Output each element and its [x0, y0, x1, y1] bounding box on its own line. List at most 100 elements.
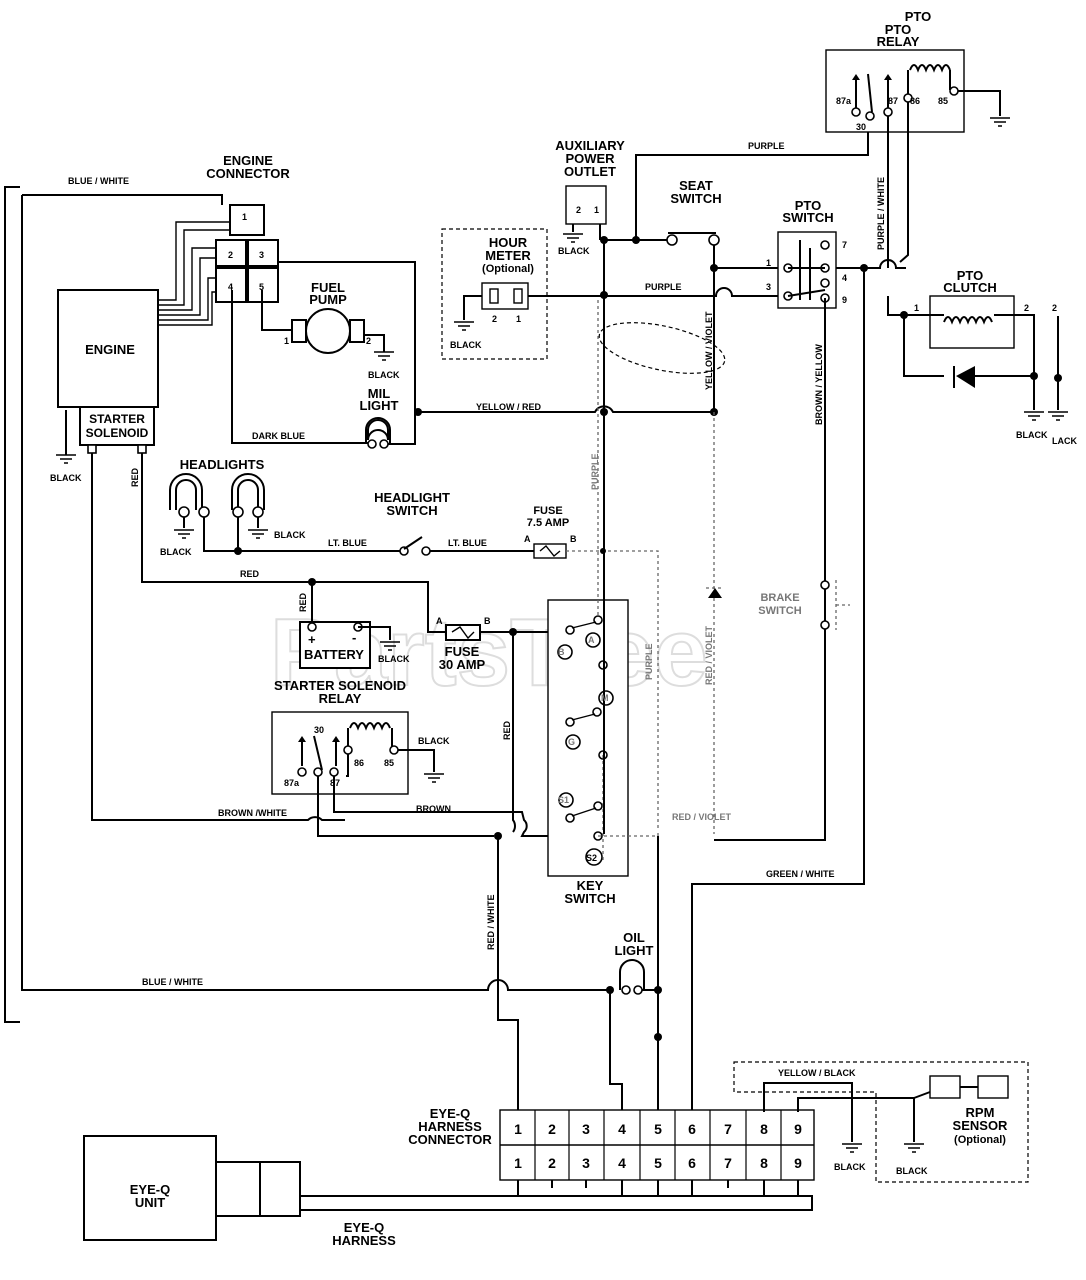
svg-text:EYE-Q: EYE-Q	[430, 1106, 470, 1121]
svg-text:86: 86	[354, 758, 364, 768]
svg-text:RED / VIOLET: RED / VIOLET	[704, 625, 714, 685]
svg-text:1: 1	[914, 303, 919, 313]
svg-text:G: G	[568, 737, 575, 747]
svg-text:CONNECTOR: CONNECTOR	[206, 166, 290, 181]
svg-text:BROWN /WHITE: BROWN /WHITE	[218, 808, 287, 818]
svg-text:(Optional): (Optional)	[482, 263, 534, 275]
svg-text:+: +	[308, 632, 316, 647]
svg-text:STARTER: STARTER	[89, 412, 145, 426]
svg-text:85: 85	[384, 758, 394, 768]
svg-text:BLACK: BLACK	[896, 1166, 928, 1176]
svg-text:BLACK: BLACK	[418, 736, 450, 746]
eyeq-pin-top-5: 5	[654, 1121, 662, 1137]
svg-text:A: A	[524, 534, 531, 544]
eyeq-pin-bottom-5: 5	[654, 1155, 662, 1171]
wire-blue-white-top	[22, 194, 223, 205]
pto-relay-title: PTO	[905, 9, 932, 24]
eyeq-pin-top-1: 1	[514, 1121, 522, 1137]
svg-text:S1: S1	[558, 795, 569, 805]
svg-text:2: 2	[228, 250, 233, 260]
svg-text:PUMP: PUMP	[309, 292, 347, 307]
svg-text:2: 2	[1052, 303, 1057, 313]
svg-text:BLACK: BLACK	[50, 473, 82, 483]
svg-text:SWITCH: SWITCH	[386, 503, 437, 518]
fuse-30-icon	[445, 624, 481, 641]
svg-text:SOLENOID: SOLENOID	[86, 426, 149, 440]
svg-text:HEADLIGHT: HEADLIGHT	[374, 490, 450, 505]
eyeq-pin-top-4: 4	[618, 1121, 626, 1137]
pto-relay-coil-icon	[909, 64, 951, 73]
svg-text:PURPLE: PURPLE	[644, 643, 654, 680]
eyeq-pin-top-6: 6	[688, 1121, 696, 1137]
oil-light-icon	[619, 959, 645, 990]
svg-text:LT. BLUE: LT. BLUE	[448, 538, 487, 548]
svg-text:1: 1	[516, 314, 521, 324]
svg-text:KEY: KEY	[577, 878, 604, 893]
svg-text:BROWN: BROWN	[416, 804, 451, 814]
svg-text:87a: 87a	[836, 96, 852, 106]
svg-text:EYE-Q: EYE-Q	[130, 1182, 170, 1197]
svg-text:RED: RED	[240, 569, 260, 579]
svg-text:SWITCH: SWITCH	[758, 605, 801, 617]
svg-text:MIL: MIL	[368, 386, 390, 401]
eyeq-pin-top-2: 2	[548, 1121, 556, 1137]
svg-text:BLACK: BLACK	[368, 370, 400, 380]
svg-text:YELLOW / BLACK: YELLOW / BLACK	[778, 1068, 856, 1078]
rpm-sensor-group	[733, 1061, 1029, 1183]
svg-text:OUTLET: OUTLET	[564, 164, 616, 179]
svg-text:SEAT: SEAT	[679, 178, 713, 193]
eyeq-pin-top-7: 7	[724, 1121, 732, 1137]
svg-text:PURPLE / WHITE: PURPLE / WHITE	[876, 177, 886, 250]
svg-text:BLUE / WHITE: BLUE / WHITE	[68, 176, 129, 186]
svg-text:FUSE: FUSE	[533, 505, 562, 517]
eyeq-pin-top-3: 3	[582, 1121, 590, 1137]
svg-text:2: 2	[492, 314, 497, 324]
starter-solenoid-box	[79, 406, 155, 446]
starter-relay-coil-icon	[349, 722, 391, 731]
svg-text:GREEN / WHITE: GREEN / WHITE	[766, 869, 835, 879]
engine-connector-pin1	[229, 204, 265, 236]
svg-text:PTO: PTO	[957, 268, 984, 283]
svg-text:4: 4	[228, 282, 233, 292]
svg-text:HARNESS: HARNESS	[332, 1233, 396, 1248]
headlight-switch-icon	[403, 536, 423, 550]
eyeq-pin-bottom-2: 2	[548, 1155, 556, 1171]
eyeq-pin-bottom-8: 8	[760, 1155, 768, 1171]
headlight-left-icon	[169, 473, 203, 510]
eyeq-pin-bottom-6: 6	[688, 1155, 696, 1171]
svg-text:LT. BLUE: LT. BLUE	[328, 538, 367, 548]
eyeq-pin-bottom-9: 9	[794, 1155, 802, 1171]
svg-text:2: 2	[1024, 303, 1029, 313]
eyeq-pin-bottom-4: 4	[618, 1155, 626, 1171]
svg-text:85: 85	[938, 96, 948, 106]
svg-text:A: A	[588, 635, 595, 645]
svg-text:30: 30	[856, 122, 866, 132]
svg-text:SWITCH: SWITCH	[670, 191, 721, 206]
svg-text:4: 4	[842, 273, 847, 283]
svg-text:POWER: POWER	[565, 151, 615, 166]
harness-bracket	[4, 186, 20, 1023]
eyeq-pin-bottom-3: 3	[582, 1155, 590, 1171]
aux-outlet-icon	[565, 185, 607, 225]
svg-text:-: -	[352, 630, 356, 645]
svg-text:B: B	[570, 534, 577, 544]
svg-text:SENSOR: SENSOR	[953, 1118, 1009, 1133]
engine-connector-pin3	[247, 239, 279, 267]
engine-connector-pin2	[215, 239, 247, 267]
svg-text:BLACK: BLACK	[378, 654, 410, 664]
svg-text:3: 3	[259, 250, 264, 260]
eyeq-unit-box	[83, 1135, 217, 1241]
eyeq-pin-bottom-7: 7	[724, 1155, 732, 1171]
svg-text:YELLOW / RED: YELLOW / RED	[476, 402, 542, 412]
svg-text:HARNESS: HARNESS	[418, 1119, 482, 1134]
svg-text:YELLOW / VIOLET: YELLOW / VIOLET	[704, 311, 714, 390]
svg-text:BLUE / WHITE: BLUE / WHITE	[142, 977, 203, 987]
eyeq-pin-top-9: 9	[794, 1121, 802, 1137]
svg-text:(Optional): (Optional)	[954, 1134, 1006, 1146]
svg-text:UNIT: UNIT	[135, 1195, 165, 1210]
svg-text:RELAY: RELAY	[319, 691, 362, 706]
svg-text:EYE-Q: EYE-Q	[344, 1220, 384, 1235]
pto-switch-icon	[787, 240, 826, 300]
